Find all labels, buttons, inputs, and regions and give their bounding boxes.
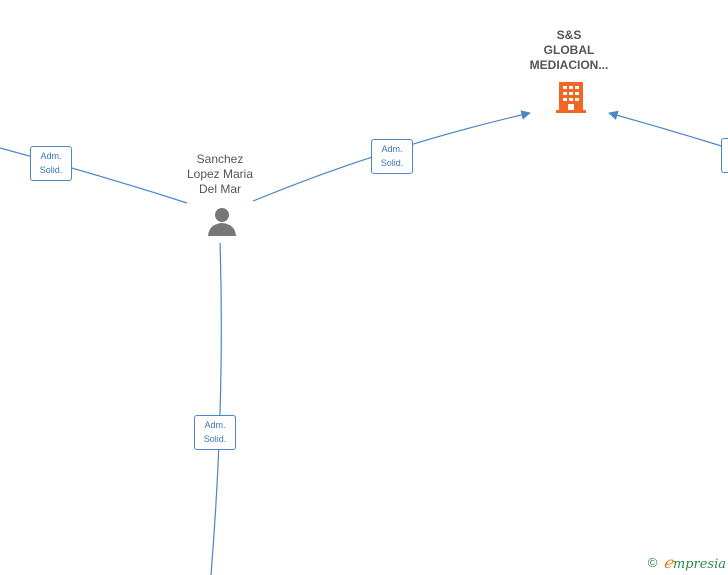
edge-label-left-line2: Solid.	[39, 165, 63, 175]
edge-label-left[interactable]: Adm. Solid.	[30, 146, 72, 181]
brand-logo: ℯmpresia	[663, 553, 726, 572]
copyright-symbol: ©	[647, 555, 658, 570]
edge-left-to-person	[0, 147, 188, 204]
edge-label-to-company-line2: Solid.	[380, 158, 404, 168]
watermark: © ℯmpresia	[648, 553, 726, 572]
edge-label-left-line1: Adm.	[40, 151, 62, 161]
edge-label-to-company[interactable]: Adm. Solid.	[371, 139, 413, 174]
edge-right-to-company	[608, 110, 728, 149]
edge-person-down	[210, 242, 222, 575]
building-icon[interactable]	[555, 80, 587, 119]
person-icon[interactable]	[207, 206, 237, 241]
edge-label-right-partial[interactable]	[721, 138, 728, 173]
edge-label-down-line1: Adm.	[204, 420, 226, 430]
person-label: Sanchez Lopez Maria Del Mar	[186, 152, 254, 196]
company-label: S&S GLOBAL MEDIACION...	[529, 28, 609, 72]
edge-label-to-company-line1: Adm.	[381, 144, 403, 154]
edge-label-down[interactable]: Adm. Solid.	[194, 415, 236, 450]
edge-label-down-line2: Solid.	[203, 434, 227, 444]
